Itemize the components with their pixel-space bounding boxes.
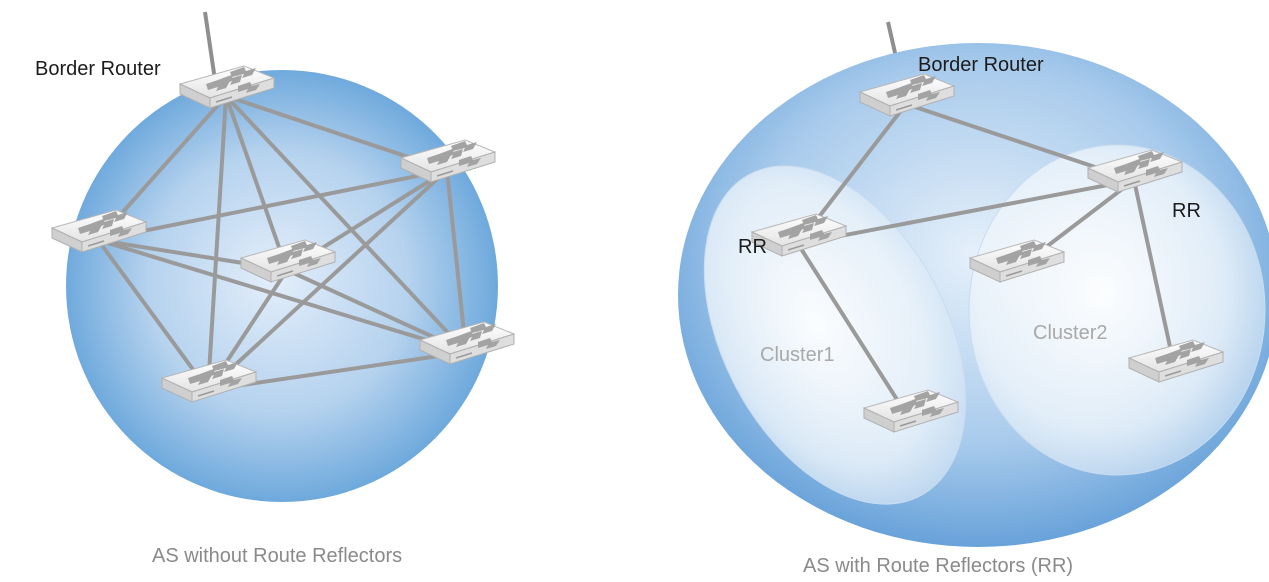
as-without-rr — [51, 11, 515, 502]
external-uplink — [203, 11, 217, 81]
rr-label-cluster2: RR — [1172, 200, 1201, 222]
cluster2-region — [968, 144, 1266, 476]
left-border-router-label: Border Router — [35, 58, 161, 80]
cluster1-label: Cluster1 — [760, 344, 835, 366]
as-with-rr — [678, 21, 1269, 547]
cluster2-label: Cluster2 — [1033, 322, 1108, 344]
left-caption: AS without Route Reflectors — [152, 545, 403, 567]
rr-label-cluster1: RR — [738, 236, 767, 258]
right-border-router-label: Border Router — [918, 54, 1044, 76]
right-caption: AS with Route Reflectors (RR) — [803, 555, 1074, 577]
